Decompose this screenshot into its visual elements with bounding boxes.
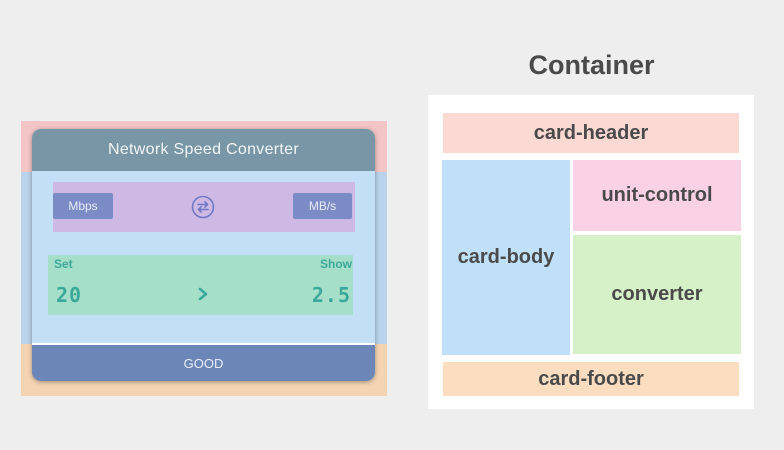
area-card-header: card-header: [443, 113, 739, 153]
card-body: Mbps MB/s Set Show 20 2.5: [32, 171, 375, 343]
area-converter: converter: [573, 235, 741, 354]
speed-converter-card: Network Speed Converter Mbps MB/s Set Sh…: [32, 129, 375, 381]
unit-from-button[interactable]: Mbps: [53, 193, 113, 219]
status-footer: GOOD: [32, 343, 375, 381]
swap-arrows-icon[interactable]: [191, 195, 215, 219]
area-card-footer: card-footer: [443, 362, 739, 396]
area-unit-control: unit-control: [573, 160, 741, 231]
converter: Set Show 20 2.5: [48, 255, 353, 315]
chevron-right-icon: [198, 287, 208, 301]
card-title: Network Speed Converter: [32, 129, 375, 171]
set-value[interactable]: 20: [56, 283, 83, 307]
diagram-title: Container: [528, 50, 655, 80]
grid-container: card-header card-body unit-control conve…: [428, 95, 754, 409]
show-label: Show: [320, 257, 352, 271]
show-value: 2.5: [311, 283, 351, 307]
area-card-body: card-body: [442, 160, 570, 355]
unit-control: Mbps MB/s: [53, 182, 355, 232]
unit-to-button[interactable]: MB/s: [293, 193, 352, 219]
set-label: Set: [54, 257, 73, 271]
